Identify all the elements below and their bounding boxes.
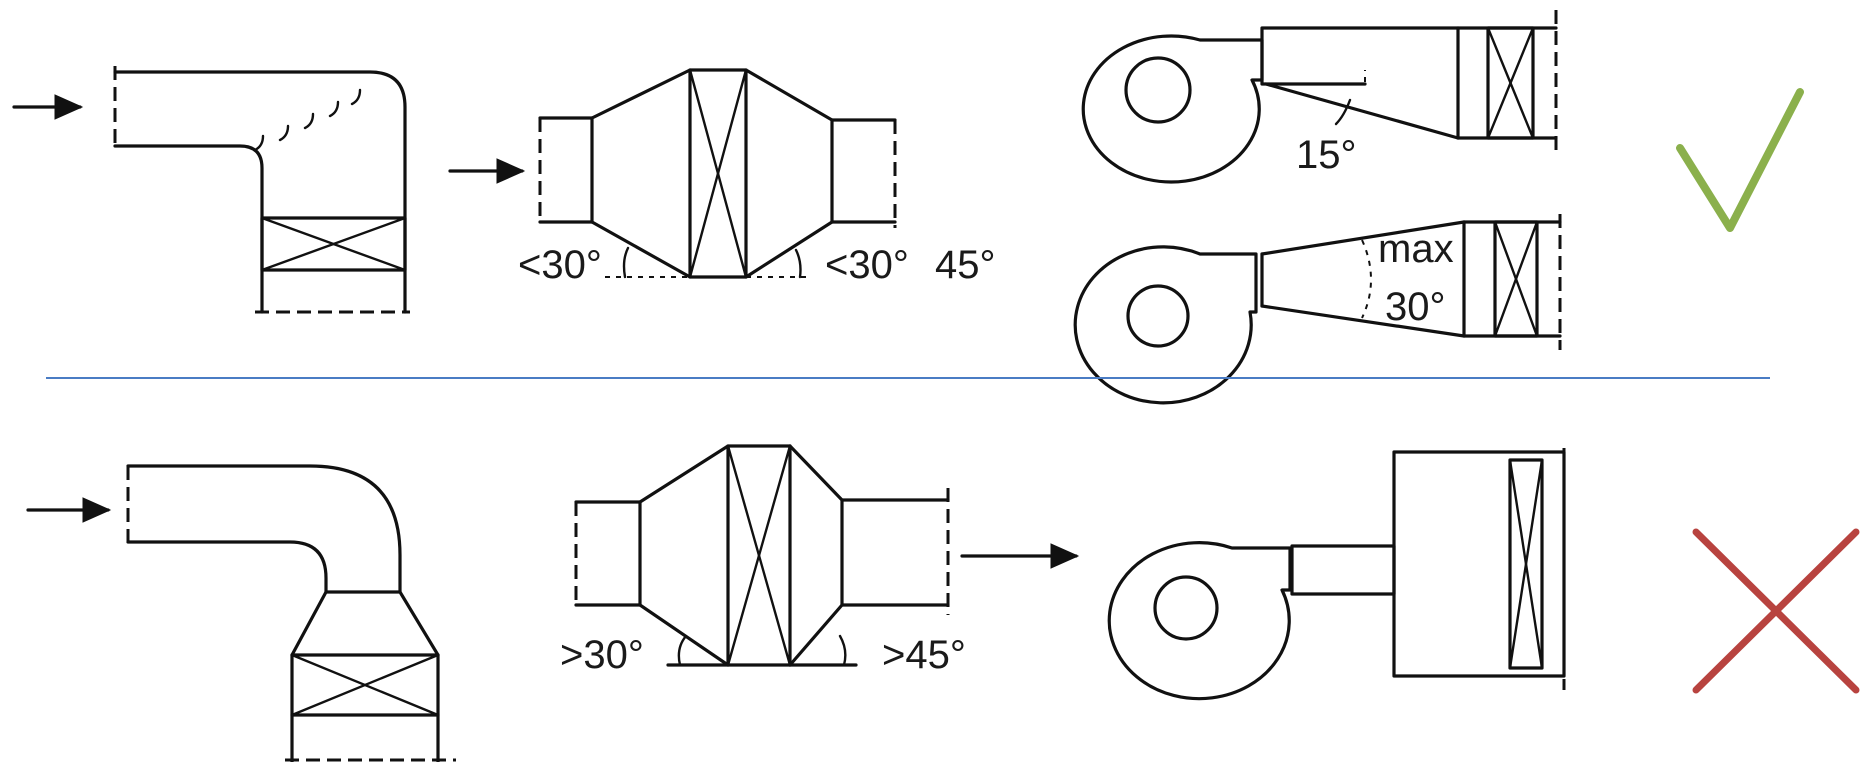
angle-label-15: 15° xyxy=(1296,133,1357,177)
good-elbow-with-vanes xyxy=(12,66,410,314)
fan-housing-icon xyxy=(1081,34,1264,184)
angle-label-max: max xyxy=(1378,227,1454,271)
fan-impeller-icon xyxy=(1124,56,1192,124)
angle-label-gt30: >30° xyxy=(560,633,644,677)
fan-impeller-icon xyxy=(1126,284,1190,348)
good-fan-max30-diffuser: max 30° xyxy=(1073,214,1562,405)
check-icon xyxy=(1676,88,1804,232)
angle-label-30: 30° xyxy=(1385,285,1446,329)
bad-straight-transitions: >30° >45° xyxy=(560,444,1080,677)
angle-label-gt45: >45° xyxy=(882,633,966,677)
bad-elbow-without-vanes xyxy=(26,464,456,762)
angle-label-lt30-left: <30° xyxy=(518,243,602,287)
angle-label-45: 45° xyxy=(935,243,996,287)
fan-housing-icon xyxy=(1073,245,1258,405)
angle-label-lt30-right: <30° xyxy=(825,243,909,287)
fan-housing-icon xyxy=(1107,541,1292,701)
good-straight-transitions: <30° <30° 45° xyxy=(448,68,996,287)
good-fan-15deg-diffuser: 15° xyxy=(1081,10,1558,184)
cross-icon xyxy=(1692,528,1860,694)
fan-impeller-icon xyxy=(1153,575,1219,641)
bad-fan-into-plenum xyxy=(1107,448,1566,701)
